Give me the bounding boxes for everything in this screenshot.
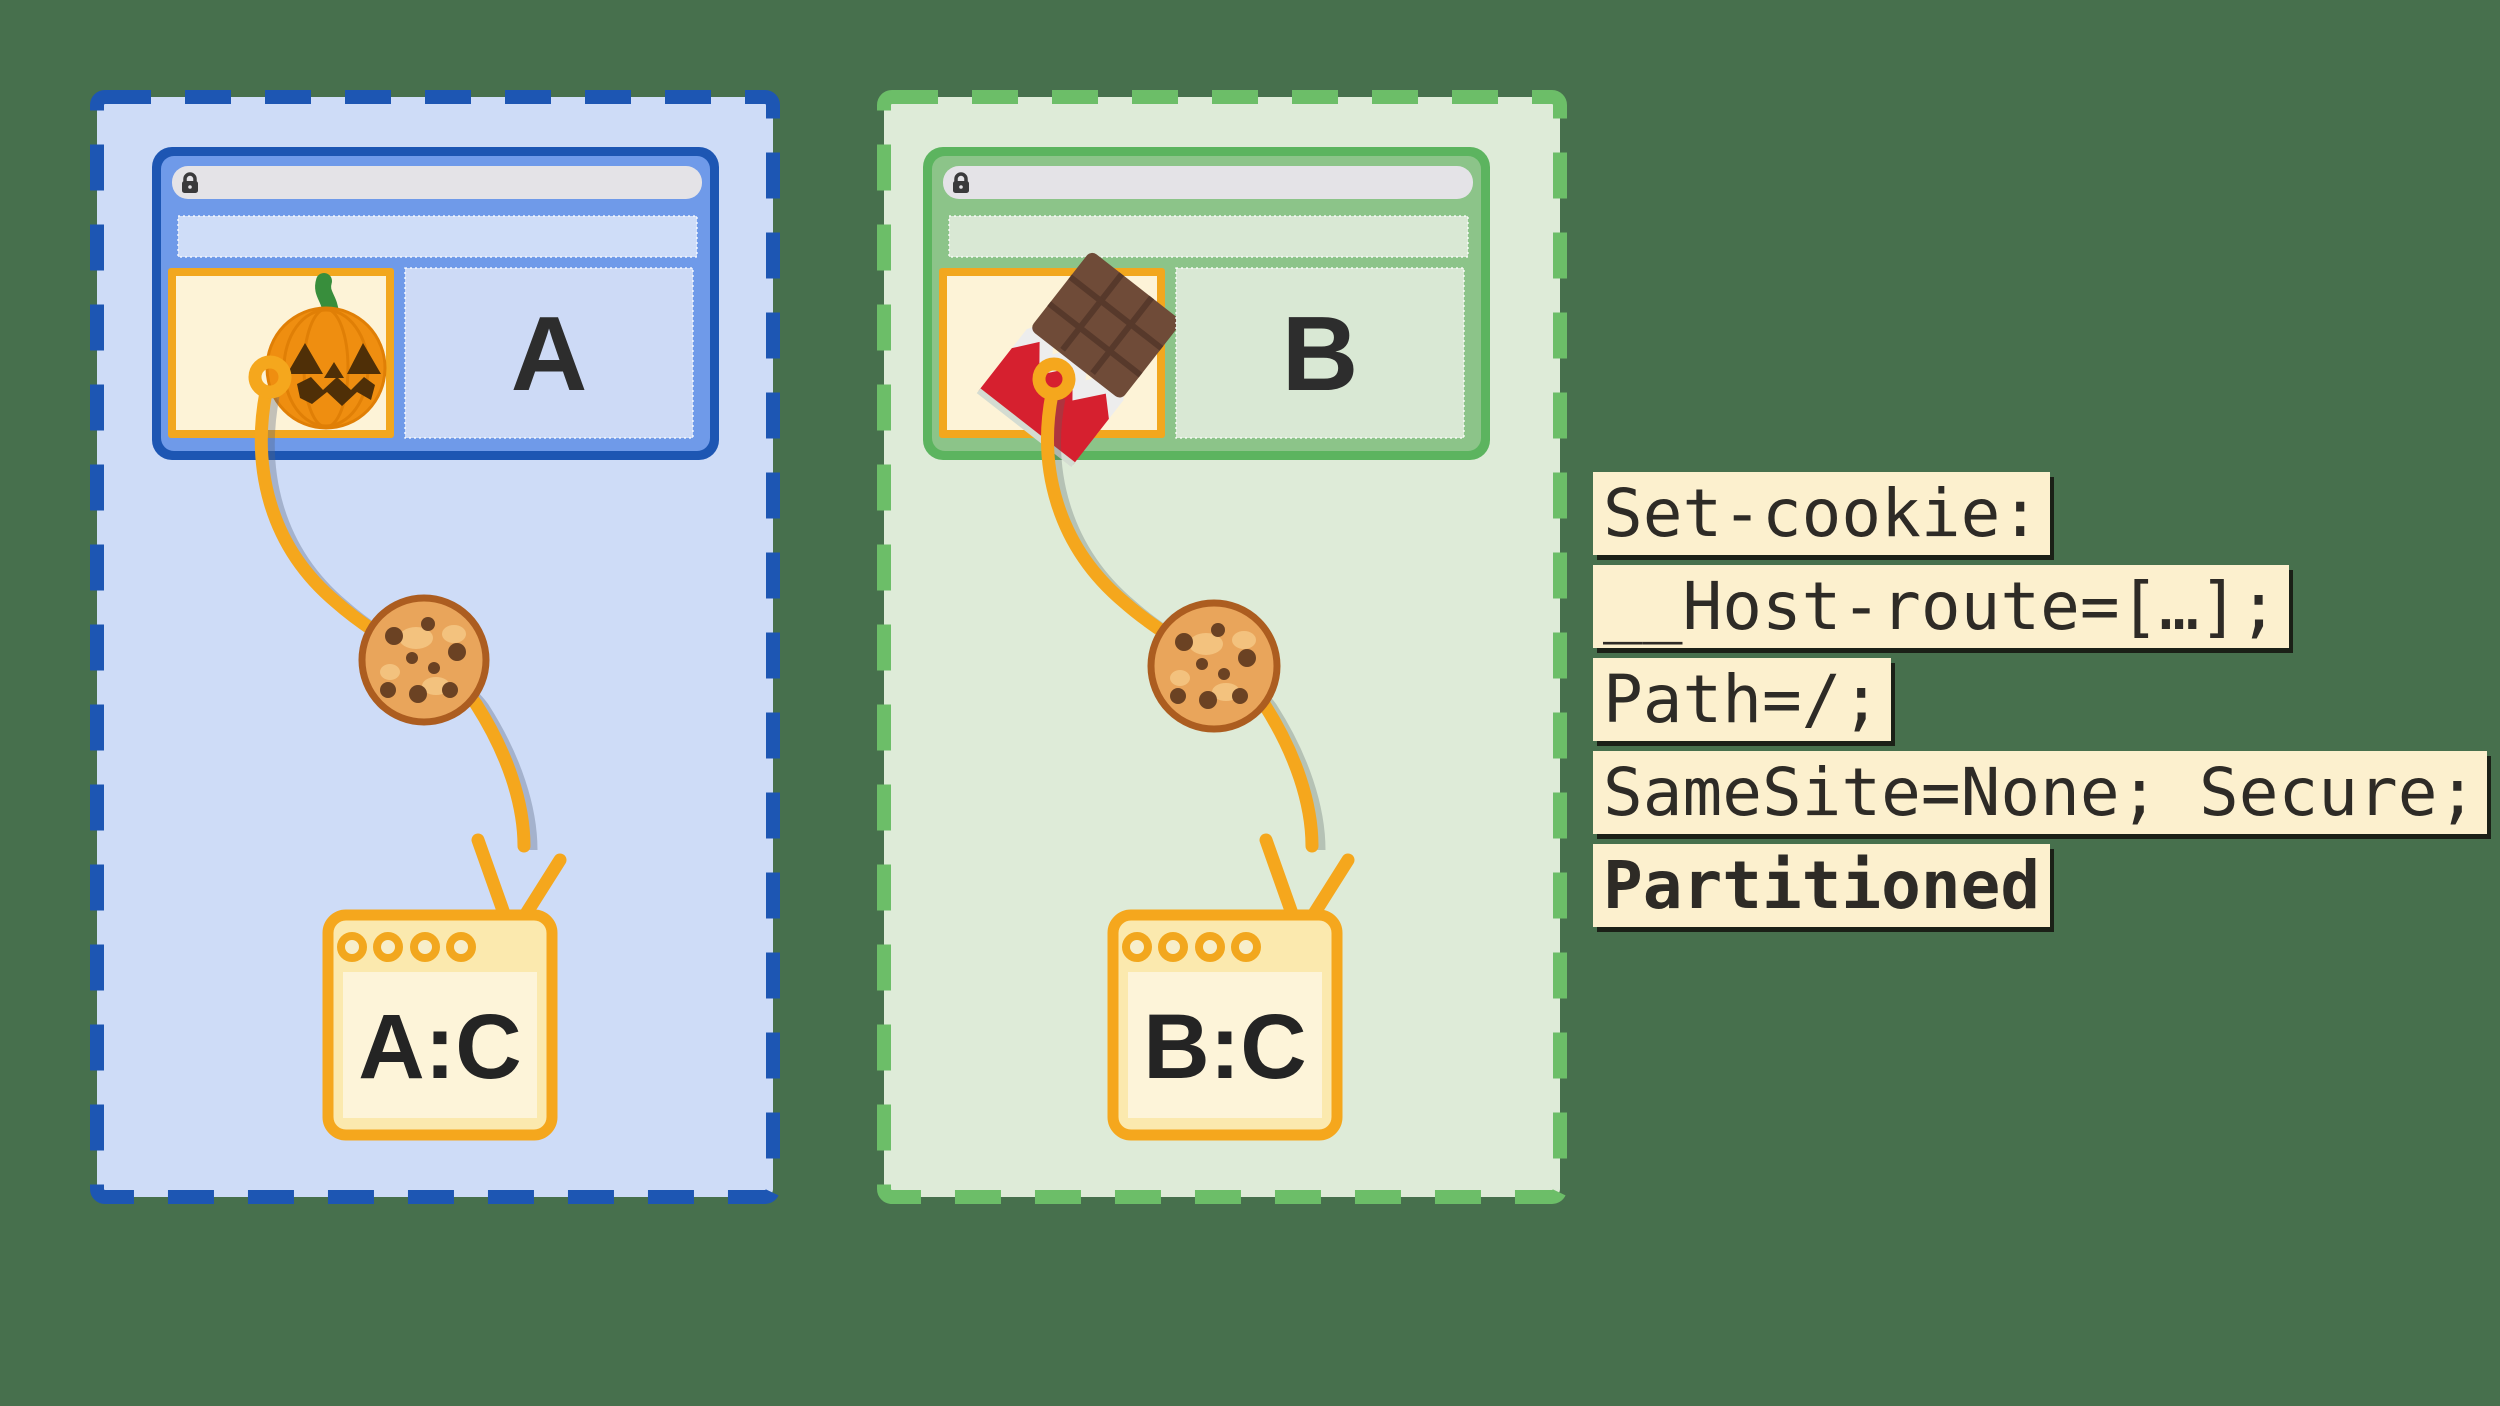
chocolate-grid bbox=[1068, 274, 1164, 351]
main-pane-b bbox=[1175, 267, 1465, 439]
cookie-chip bbox=[442, 682, 458, 698]
cookie-icon-a bbox=[358, 594, 490, 726]
cookie-base bbox=[1147, 599, 1281, 733]
jar-screen-a bbox=[343, 972, 537, 1118]
string-loop-b bbox=[1032, 357, 1076, 401]
pumpkin-eye-right bbox=[347, 343, 381, 374]
url-bar-a bbox=[172, 166, 702, 199]
jar-dot bbox=[1158, 932, 1188, 962]
cookie-highlight bbox=[1232, 631, 1256, 649]
lock-icon bbox=[953, 172, 969, 193]
string-loop-a bbox=[248, 355, 292, 399]
cookie-chip bbox=[406, 652, 418, 664]
cookie-chip bbox=[1232, 688, 1248, 704]
pumpkin-eye-left bbox=[287, 343, 323, 374]
cookie-highlight bbox=[380, 664, 400, 680]
lock-shackle bbox=[954, 172, 968, 182]
lock-keyhole bbox=[188, 185, 192, 189]
chocolate-grid bbox=[1060, 272, 1125, 352]
cookie-chip bbox=[1238, 649, 1256, 667]
cookie-jar-b: B:C bbox=[1107, 909, 1343, 1141]
jar-dot bbox=[1231, 932, 1261, 962]
code-line-set-cookie: Set-cookie: bbox=[1593, 472, 2051, 555]
cookie-base bbox=[358, 594, 490, 726]
cookie-chip bbox=[380, 682, 396, 698]
cookie-jar-a: A:C bbox=[322, 909, 558, 1141]
cookie-highlight bbox=[1189, 633, 1223, 655]
code-line-path: Path=/; bbox=[1593, 658, 1892, 741]
cookie-highlight bbox=[442, 625, 466, 643]
cookie-highlight bbox=[1170, 670, 1190, 686]
browser-window-b: B bbox=[923, 147, 1490, 467]
partition-a: A bbox=[90, 90, 780, 1204]
cookie-chip bbox=[409, 685, 427, 703]
jar-screen-b bbox=[1128, 972, 1322, 1118]
jar-label-b: B:C bbox=[1143, 996, 1307, 1098]
chocolate-wrapper bbox=[978, 341, 1109, 465]
jar-label-a: A:C bbox=[358, 996, 522, 1098]
pumpkin-mouth bbox=[297, 377, 375, 406]
cookie-chip bbox=[1196, 658, 1208, 670]
cookie-chip bbox=[385, 627, 403, 645]
main-pane-a bbox=[404, 267, 694, 439]
chocolate-grid bbox=[1047, 301, 1143, 378]
jar-dot bbox=[410, 932, 440, 962]
cookie-highlight bbox=[399, 627, 433, 649]
cookie-chip bbox=[1211, 623, 1225, 637]
site-b-label: B bbox=[1282, 295, 1359, 413]
partition-b: B bbox=[877, 90, 1567, 1204]
chocolate-slab bbox=[1032, 252, 1180, 398]
jar-dot bbox=[373, 932, 403, 962]
cookie-chip bbox=[1199, 691, 1217, 709]
jar-dot bbox=[1195, 932, 1225, 962]
chocolate-grid bbox=[1090, 295, 1155, 376]
iframe-b bbox=[939, 252, 1180, 467]
cookie-chip bbox=[1175, 633, 1193, 651]
cookie-chip bbox=[428, 662, 440, 674]
jar-dot bbox=[1122, 932, 1152, 962]
cookie-chip bbox=[1218, 668, 1230, 680]
browser-window-a: A bbox=[152, 147, 719, 460]
code-line-samesite-secure: SameSite=None; Secure; bbox=[1593, 751, 2488, 834]
cookie-chip bbox=[448, 643, 466, 661]
cookie-chip bbox=[421, 617, 435, 631]
lock-icon bbox=[182, 172, 198, 193]
url-bar-b bbox=[943, 166, 1473, 199]
lock-shackle bbox=[183, 172, 197, 182]
pumpkin-nose bbox=[324, 362, 344, 378]
jar-dot bbox=[446, 932, 476, 962]
code-line-host-route: __Host-route=[…]; bbox=[1593, 565, 2289, 648]
iframe-a bbox=[168, 268, 394, 438]
cookie-icon-b bbox=[1147, 599, 1281, 733]
set-cookie-code-block: Set-cookie: __Host-route=[…]; Path=/; Sa… bbox=[1593, 472, 2488, 937]
content-strip-b bbox=[948, 215, 1469, 258]
code-line-partitioned: Partitioned bbox=[1593, 844, 2051, 927]
cookie-chip bbox=[1170, 688, 1186, 704]
jar-dot bbox=[337, 932, 367, 962]
site-a-label: A bbox=[511, 295, 588, 413]
content-strip-a bbox=[177, 215, 698, 258]
lock-keyhole bbox=[959, 185, 963, 189]
